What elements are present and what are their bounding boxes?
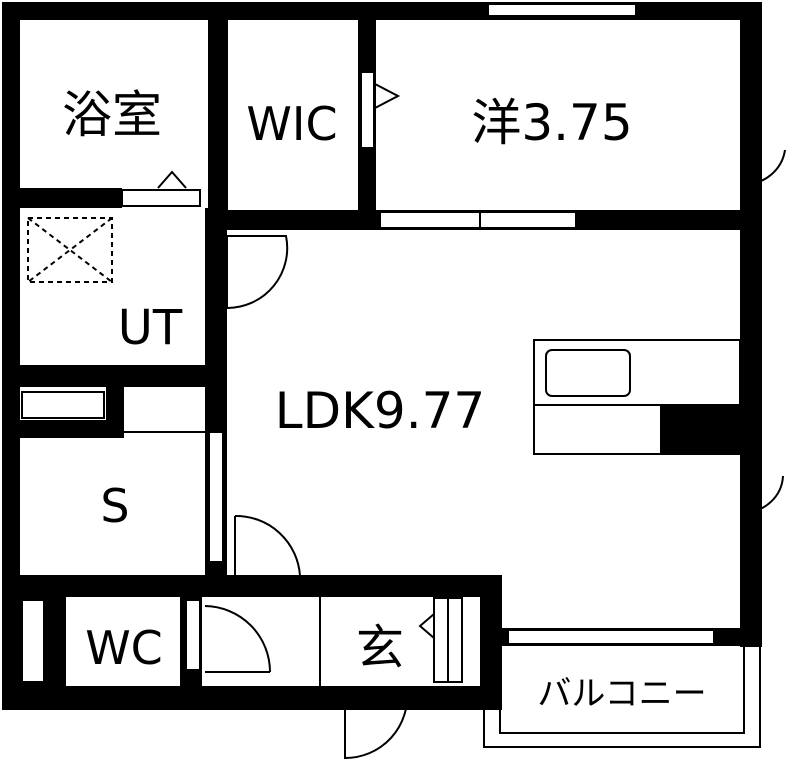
room-label-wic: WIC: [246, 97, 337, 151]
balcony: [483, 644, 761, 748]
room-label-entrance: 玄: [356, 620, 404, 676]
room-label-balcony: バルコニー: [537, 674, 706, 714]
washing-machine-pan: [27, 217, 113, 283]
room-label-utility: UT: [118, 300, 183, 356]
room-label-ldk: LDK9.77: [275, 382, 485, 440]
kitchen-counter: [533, 339, 741, 455]
openings: [21, 3, 738, 683]
room-label-bath: 浴室: [62, 86, 162, 144]
room-label-western: 洋3.75: [471, 94, 632, 152]
room-label-toilet: WC: [85, 621, 163, 675]
interior-lines: [124, 431, 321, 686]
swing-doors: [157, 83, 786, 760]
room-label-storage: S: [100, 479, 129, 533]
